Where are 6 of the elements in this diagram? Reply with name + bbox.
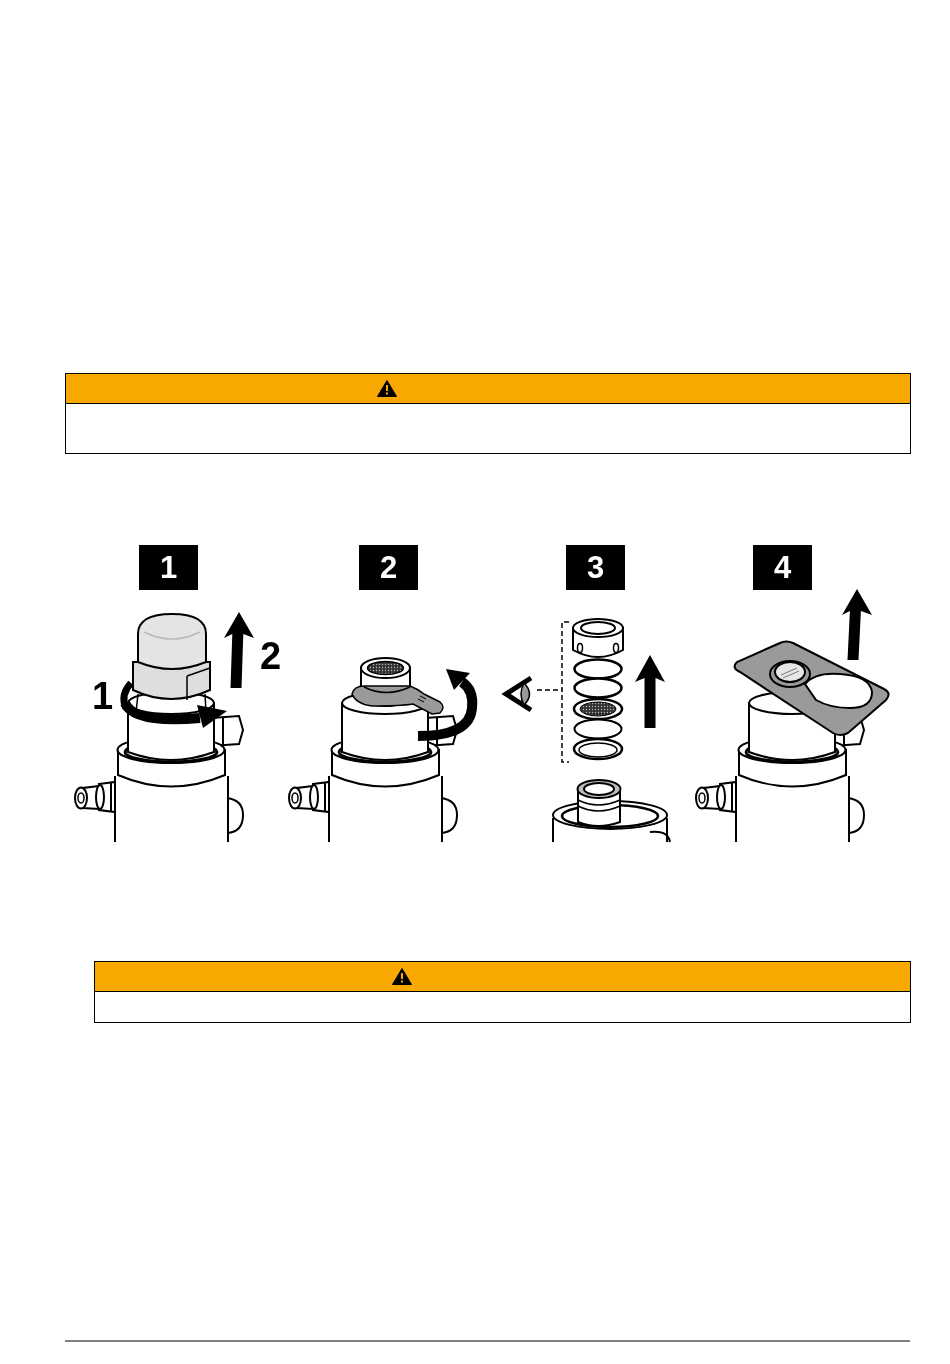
callout-number: 1 xyxy=(92,677,114,715)
step-number: 3 xyxy=(566,545,625,590)
step-number: 1 xyxy=(139,545,198,590)
step-number: 2 xyxy=(359,545,418,590)
step-number: 4 xyxy=(753,545,812,590)
callout-number: 2 xyxy=(260,637,282,675)
